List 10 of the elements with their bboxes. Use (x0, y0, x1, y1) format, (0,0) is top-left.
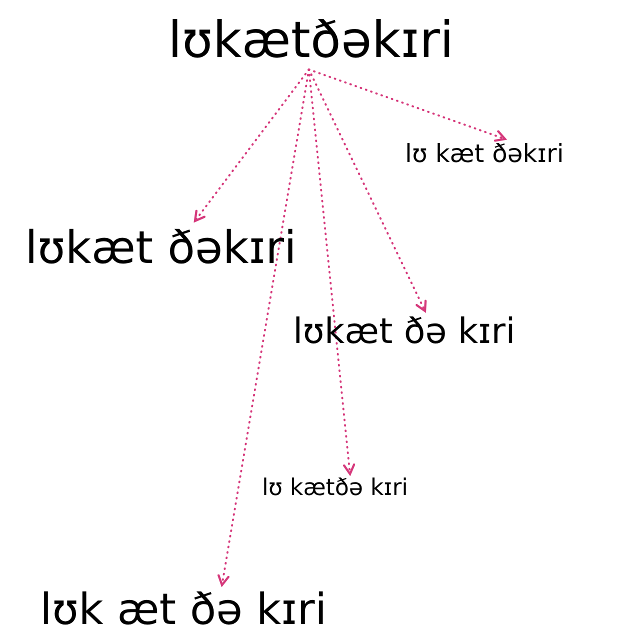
word-label: lʊ kæt ðəkɪri (405, 140, 564, 169)
dotted-arrow (308, 68, 506, 142)
word-label: lʊkæt ðə kɪri (293, 312, 516, 352)
word-label: lʊkætðəkɪri (168, 12, 454, 70)
word-label: lʊkæt ðəkɪri (25, 222, 296, 274)
word-label: lʊk æt ðə kɪri (40, 586, 327, 636)
word-label: lʊ kætðə kɪri (262, 475, 408, 502)
dotted-arrow (194, 68, 310, 222)
dotted-arrow (308, 68, 356, 476)
dotted-arrow (217, 68, 310, 586)
